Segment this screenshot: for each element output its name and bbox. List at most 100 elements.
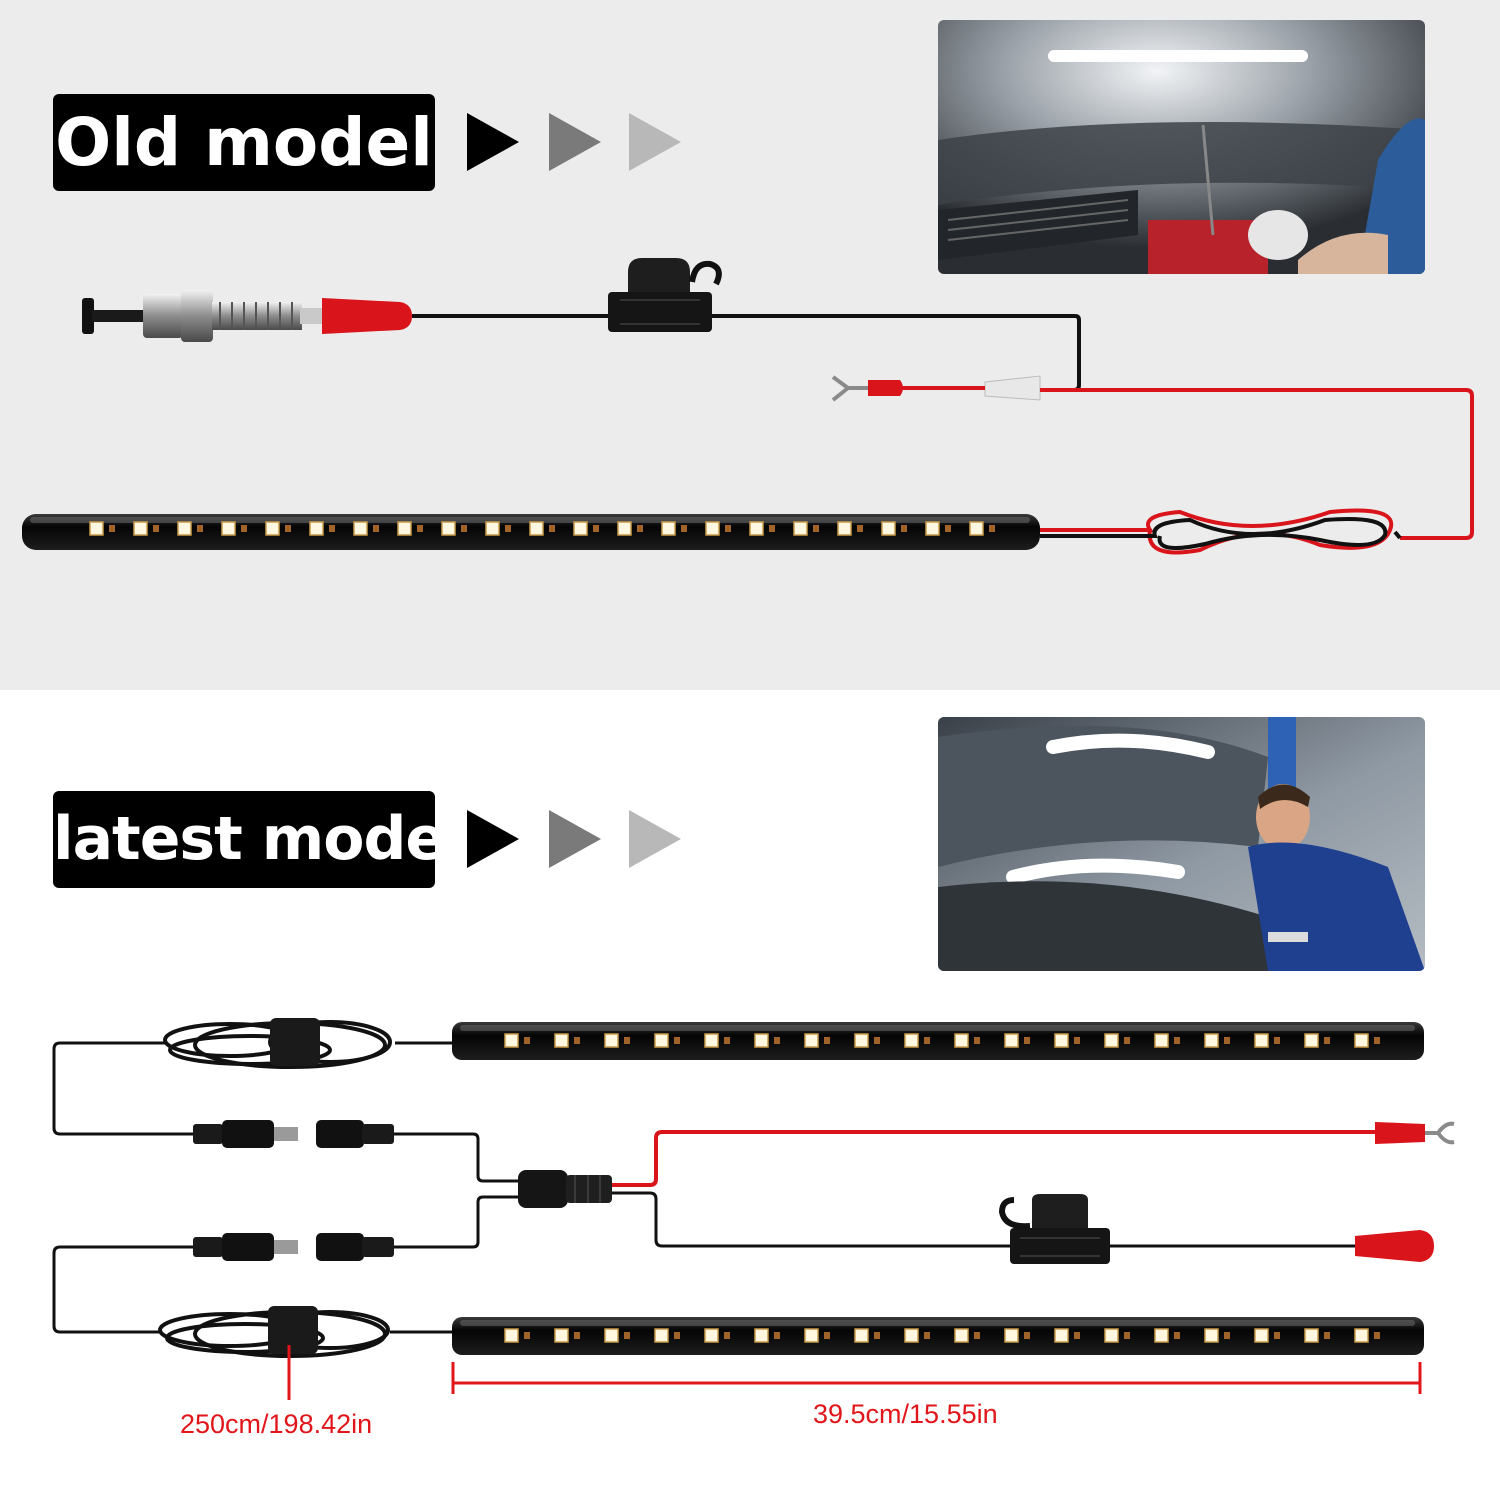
led-chip xyxy=(504,1033,519,1048)
resistor xyxy=(329,525,335,532)
fuse-holder xyxy=(608,258,722,332)
led-chip xyxy=(854,1033,869,1048)
led-chip xyxy=(804,1033,819,1048)
led-chip xyxy=(1154,1033,1169,1048)
led-chip xyxy=(754,1328,769,1343)
led-chip xyxy=(954,1328,969,1343)
latest-model-wiring xyxy=(52,1018,1455,1400)
resistor xyxy=(724,1037,730,1044)
resistor xyxy=(1024,1037,1030,1044)
led-chip xyxy=(969,521,984,536)
lower-led-chips xyxy=(504,1328,1380,1343)
led-bar-lit xyxy=(1006,858,1185,884)
led-chip xyxy=(1254,1328,1269,1343)
led-chip xyxy=(504,1328,519,1343)
fuse-holder xyxy=(998,1194,1110,1264)
hood-pin-switch xyxy=(82,290,325,342)
led-chip xyxy=(604,1033,619,1048)
led-chip xyxy=(1104,1033,1119,1048)
latest-model-label: latest model xyxy=(53,791,466,888)
resistor xyxy=(1124,1332,1130,1339)
led-chip xyxy=(485,521,500,536)
led-chip xyxy=(1054,1033,1069,1048)
resistor xyxy=(824,1037,830,1044)
triangle-right-icon xyxy=(467,113,519,171)
resistor xyxy=(593,525,599,532)
resistor xyxy=(505,525,511,532)
red-fork-terminal-cover xyxy=(868,380,903,396)
led-chip xyxy=(554,1328,569,1343)
resistor xyxy=(901,525,907,532)
led-chip xyxy=(1154,1328,1169,1343)
triangle-right-icon xyxy=(549,113,601,171)
resistor xyxy=(769,525,775,532)
led-chip xyxy=(617,521,632,536)
led-chip xyxy=(441,521,456,536)
led-chip xyxy=(309,521,324,536)
led-chip xyxy=(704,1033,719,1048)
led-chip xyxy=(353,521,368,536)
led-chip xyxy=(1004,1033,1019,1048)
led-bar-lit xyxy=(1048,50,1308,62)
led-chip xyxy=(925,521,940,536)
led-chip xyxy=(177,521,192,536)
resistor xyxy=(1074,1037,1080,1044)
cable-tie xyxy=(268,1306,318,1354)
led-chip xyxy=(661,521,676,536)
led-chip xyxy=(904,1033,919,1048)
resistor xyxy=(373,525,379,532)
resistor xyxy=(574,1037,580,1044)
upper-dc-male-plug xyxy=(193,1120,298,1148)
resistor xyxy=(197,525,203,532)
resistor xyxy=(1124,1037,1130,1044)
resistor xyxy=(725,525,731,532)
led-chip xyxy=(793,521,808,536)
resistor xyxy=(153,525,159,532)
led-chip xyxy=(704,1328,719,1343)
resistor xyxy=(241,525,247,532)
resistor xyxy=(924,1037,930,1044)
led-chip xyxy=(1204,1328,1219,1343)
resistor xyxy=(1374,1037,1380,1044)
led-chip xyxy=(221,521,236,536)
red-female-terminal xyxy=(1355,1230,1434,1262)
resistor xyxy=(774,1037,780,1044)
led-chip xyxy=(705,521,720,536)
resistor xyxy=(857,525,863,532)
led-chip xyxy=(804,1328,819,1343)
resistor xyxy=(1274,1332,1280,1339)
led-chip xyxy=(854,1328,869,1343)
resistor xyxy=(813,525,819,532)
triangle-right-icon xyxy=(629,810,681,868)
resistor xyxy=(874,1332,880,1339)
resistor xyxy=(674,1037,680,1044)
resistor xyxy=(1174,1037,1180,1044)
resistor xyxy=(1224,1332,1230,1339)
resistor xyxy=(681,525,687,532)
led-chip xyxy=(604,1328,619,1343)
resistor xyxy=(974,1037,980,1044)
resistor xyxy=(1024,1332,1030,1339)
resistor xyxy=(461,525,467,532)
led-chip xyxy=(89,521,104,536)
y-splitter-connector xyxy=(518,1170,612,1208)
resistor xyxy=(1224,1037,1230,1044)
old-model-label: Old model xyxy=(53,94,435,191)
triangle-right-icon xyxy=(549,810,601,868)
resistor xyxy=(285,525,291,532)
upper-led-light-bar xyxy=(452,1022,1424,1060)
resistor xyxy=(724,1332,730,1339)
resistor xyxy=(524,1037,530,1044)
resistor xyxy=(824,1332,830,1339)
led-chip xyxy=(1004,1328,1019,1343)
led-chip xyxy=(954,1033,969,1048)
resistor xyxy=(874,1037,880,1044)
upper-dc-female-socket xyxy=(316,1120,394,1148)
resistor xyxy=(974,1332,980,1339)
led-chip xyxy=(133,521,148,536)
led-chip xyxy=(1054,1328,1069,1343)
bar-length-dimension-line xyxy=(451,1362,1422,1394)
led-chip xyxy=(1104,1328,1119,1343)
bar-length-label: 39.5cm/15.55in xyxy=(813,1399,998,1429)
resistor xyxy=(624,1332,630,1339)
